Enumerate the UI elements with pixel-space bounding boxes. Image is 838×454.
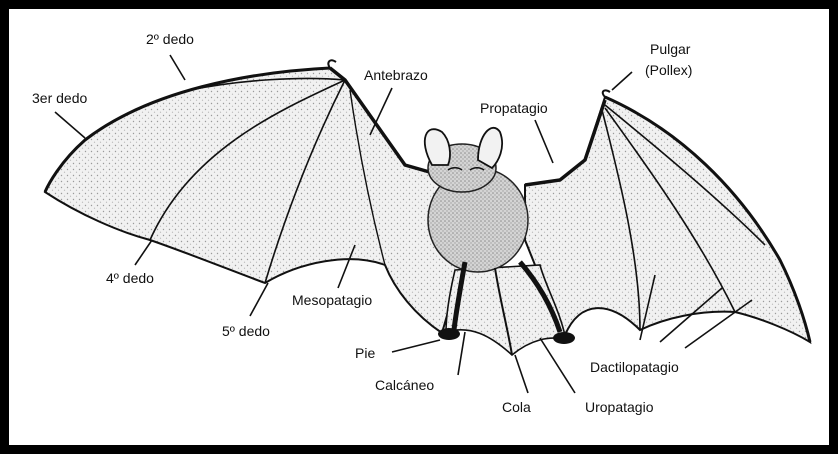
leader-5-dedo (250, 283, 268, 316)
label-mesopatagio: Mesopatagio (292, 292, 372, 308)
leader-uropatagio (540, 338, 575, 393)
label-4-dedo: 4º dedo (106, 270, 154, 286)
label-uropatagio: Uropatagio (585, 399, 654, 415)
label-cola: Cola (502, 399, 531, 415)
right-wing (525, 90, 810, 342)
leader-2-dedo (170, 55, 185, 80)
leader-cola (515, 355, 528, 393)
label-pie: Pie (355, 345, 375, 361)
leader-4-dedo (135, 240, 152, 265)
left-thumb-claw (328, 60, 336, 68)
label-dactilopatagio: Dactilopatagio (590, 359, 679, 375)
label-calcaneo: Calcáneo (375, 377, 434, 393)
label-3-dedo: 3er dedo (32, 90, 87, 106)
label-pollex: (Pollex) (645, 62, 692, 78)
left-wing-membrane (45, 68, 485, 333)
label-propatagio: Propatagio (480, 100, 548, 116)
label-antebrazo: Antebrazo (364, 67, 428, 83)
right-foot (553, 332, 575, 344)
right-ear (478, 128, 502, 168)
label-5-dedo: 5º dedo (222, 323, 270, 339)
left-wing (45, 60, 485, 333)
leader-propatagio (535, 120, 553, 163)
leader-3-dedo (55, 112, 85, 138)
leader-antebrazo (370, 88, 392, 135)
label-2-dedo: 2º dedo (146, 31, 194, 47)
leader-pie (392, 340, 440, 352)
label-pulgar: Pulgar (650, 41, 691, 57)
left-ear (425, 129, 450, 165)
left-foot (438, 328, 460, 340)
leader-calcaneo (458, 332, 465, 375)
leader-pulgar (612, 72, 632, 90)
